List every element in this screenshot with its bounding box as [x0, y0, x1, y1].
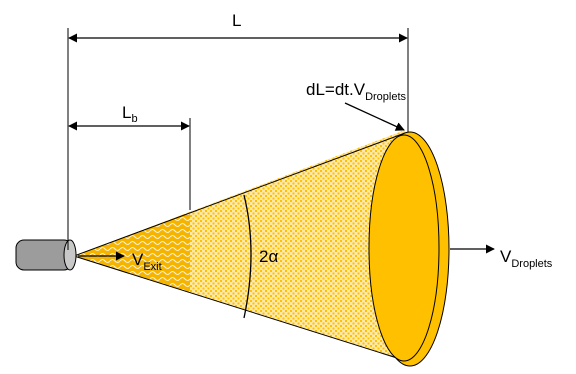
dimension-lines: [67, 28, 495, 261]
cone-angle-label: 2α: [259, 247, 278, 266]
spray-cone-outline: [74, 130, 418, 365]
nozzle: [15, 239, 77, 271]
nozzle-outlet: [63, 239, 77, 271]
disk-face: [368, 134, 440, 362]
spray-cone: [73, 130, 418, 365]
breakup-length-label: Lb: [122, 103, 138, 125]
spray-length-label: L: [232, 11, 241, 30]
droplet-velocity-label: VDroplets: [500, 247, 553, 270]
length-increment-label: dL=dt.VDroplets: [306, 80, 407, 103]
cone-upper-edge: [73, 132, 406, 257]
exit-velocity-label: VExit: [132, 250, 162, 273]
droplet-front-disk: [368, 131, 450, 367]
cone-angle-arc: [243, 194, 252, 319]
increment-leader-arrow: [344, 102, 405, 131]
